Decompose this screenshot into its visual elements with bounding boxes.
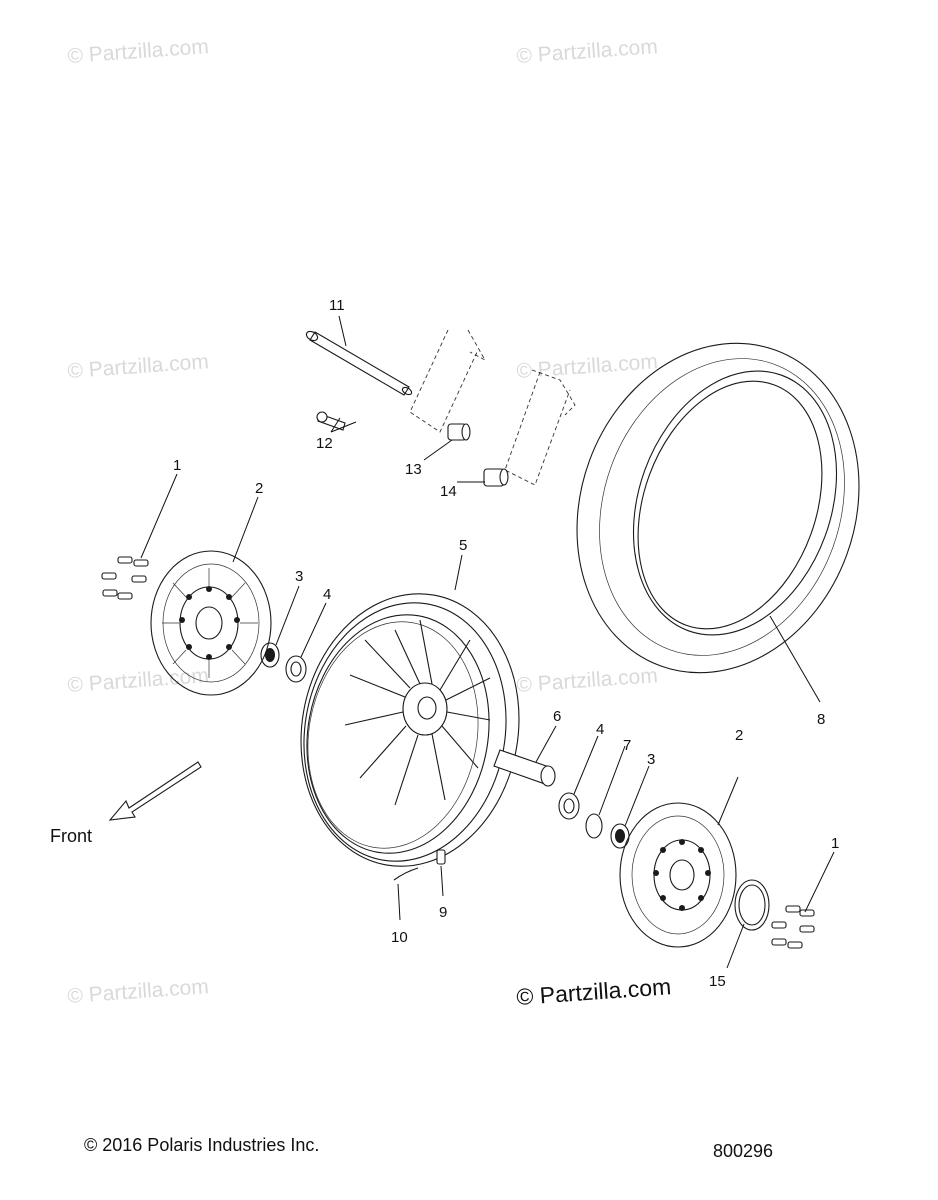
watermark: © Partzilla.com [516,664,659,697]
callout-label: 2 [255,480,263,497]
callout-label: 15 [709,973,726,990]
wheel [300,593,520,867]
leader-lines [140,315,835,969]
fork-legs [409,329,576,486]
front-label: Front [50,826,92,846]
spacer [483,468,509,487]
axle [305,330,413,396]
watermark: © Partzilla.com [516,35,659,68]
seal-left [260,642,280,668]
watermark: © Partzilla.com [67,350,210,383]
callout-label: 3 [647,751,655,768]
spacer [447,423,471,441]
callout-label: 4 [596,721,604,738]
callout-label: 4 [323,586,331,603]
callout-label: 3 [295,568,303,585]
disc-bolts-left [101,556,149,600]
callout-label: 5 [459,537,467,554]
brake-disc-left [150,550,272,696]
circlip [585,813,603,839]
watermark-main: © Partzilla.com [516,973,672,1010]
watermark: © Partzilla.com [67,975,210,1008]
valve-stem [436,849,446,865]
bearing-left [285,655,307,683]
front-arrow-icon [108,761,202,821]
callout-label: 12 [316,435,333,452]
watermark: © Partzilla.com [516,350,659,383]
callout-numbers: 1 2 3 4 5 6 4 7 3 2 1 8 9 10 11 12 13 14… [173,297,839,990]
watermark: © Partzilla.com [67,35,210,68]
disc-bolts-right [771,905,815,949]
tone-ring [734,879,770,931]
bearing-right [558,792,580,820]
callout-label: 2 [735,727,743,744]
callout-label: 6 [553,708,561,725]
brake-disc-right [619,802,737,948]
watermarks: © Partzilla.com © Partzilla.com © Partzi… [67,35,659,1008]
callout-label: 14 [440,483,457,500]
tire [576,342,860,674]
pinch-bolt [316,411,346,431]
copyright-text: © 2016 Polaris Industries Inc. [84,1135,319,1155]
callout-label: 9 [439,904,447,921]
diagram-number: 800296 [713,1141,773,1161]
wheel-spacer [493,749,556,787]
balance-weight [393,867,419,881]
callout-label: 13 [405,461,422,478]
watermark: © Partzilla.com [67,664,210,697]
callout-label: 1 [173,457,181,474]
callout-label: 10 [391,929,408,946]
callout-label: 8 [817,711,825,728]
callout-label: 7 [623,737,631,754]
seal-right [610,823,630,849]
callout-label: 11 [329,297,345,314]
callout-label: 1 [831,835,839,852]
